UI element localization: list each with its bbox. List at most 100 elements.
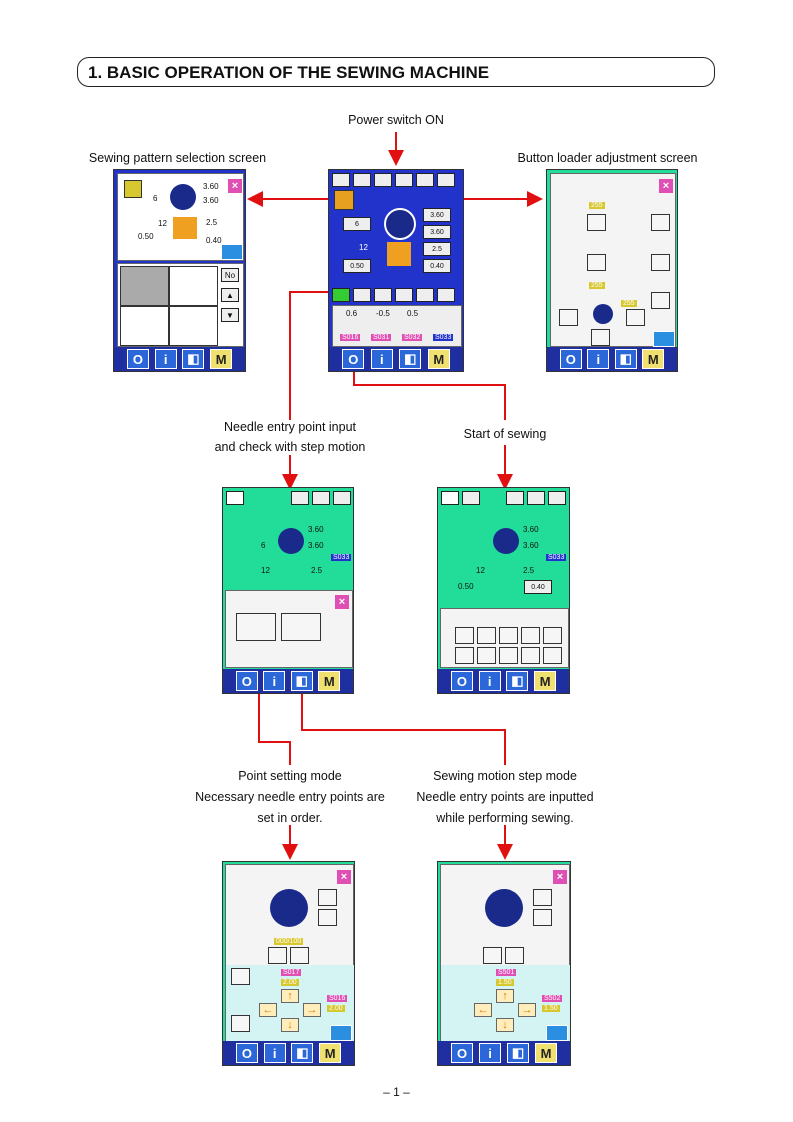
pattern-button-1[interactable] [455,627,474,644]
pattern-button-7[interactable] [477,647,496,664]
presser-button[interactable] [231,968,250,985]
mode-button[interactable]: M [534,671,557,691]
mode-button[interactable]: M [210,349,233,369]
tab-6[interactable] [437,288,455,302]
pattern-number-button[interactable] [334,190,354,210]
toolbar-button-4[interactable] [333,491,351,505]
arrow-down-button[interactable]: ↓ [496,1018,514,1032]
arrow-left-button[interactable]: ← [474,1003,492,1017]
ready-button[interactable]: O [126,349,149,369]
scroll-up-button[interactable]: ▲ [221,288,239,302]
communication-button[interactable]: ◧ [506,671,529,691]
tab-2[interactable] [353,288,371,302]
pattern-button-5[interactable] [543,627,562,644]
step-forward-button[interactable] [533,889,552,906]
ready-button[interactable]: O [450,671,473,691]
tab-3[interactable] [374,288,392,302]
tab-4[interactable] [395,288,413,302]
arrow-down-button[interactable]: ↓ [281,1018,299,1032]
mode-button[interactable]: M [318,671,341,691]
toolbar-button-4[interactable] [527,491,545,505]
next-point-button[interactable] [505,947,524,964]
toolbar-button-2[interactable] [462,491,480,505]
step-mode-button[interactable] [281,613,321,641]
adjust-button-2[interactable] [651,214,670,231]
communication-button[interactable]: ◧ [290,671,313,691]
mode-button[interactable]: M [319,1043,342,1063]
close-icon[interactable]: × [335,595,349,609]
info-button[interactable]: i [370,349,393,369]
reset-button[interactable] [231,1015,250,1032]
toolbar-button-3[interactable] [506,491,524,505]
pattern-button-6[interactable] [455,647,474,664]
ready-button[interactable]: O [342,349,365,369]
tab-5[interactable] [416,288,434,302]
enter-button[interactable] [221,244,243,260]
close-icon[interactable]: × [228,179,242,193]
arrow-up-button[interactable]: ↑ [496,989,514,1003]
info-button[interactable]: i [154,349,177,369]
loader-adjust-button[interactable] [395,173,413,187]
toolbar-button-5[interactable] [416,173,434,187]
info-button[interactable]: i [479,1043,501,1063]
enter-button[interactable] [546,1025,568,1041]
prev-point-button[interactable] [483,947,502,964]
field-050[interactable]: 0.50 [343,259,371,273]
move-right-button[interactable] [626,309,645,326]
field-360b[interactable]: 3.60 [423,225,451,239]
arrow-up-button[interactable]: ↑ [281,989,299,1003]
toolbar-button-1[interactable] [332,173,350,187]
pattern-button-2[interactable] [477,627,496,644]
communication-button[interactable]: ◧ [399,349,422,369]
field-360[interactable]: 3.60 [423,208,451,222]
field-040[interactable]: 0.40 [423,259,451,273]
ready-button[interactable]: O [559,349,582,369]
pattern-item-3[interactable] [120,306,169,346]
adjust-button-4[interactable] [651,254,670,271]
prev-point-button[interactable] [268,947,287,964]
arrow-right-button[interactable]: → [518,1003,536,1017]
enter-button[interactable] [330,1025,352,1041]
pattern-button-3[interactable] [499,627,518,644]
move-down-button[interactable] [591,329,610,346]
ready-button[interactable]: O [451,1043,473,1063]
enter-button[interactable] [653,331,675,347]
arrow-right-button[interactable]: → [303,1003,321,1017]
toolbar-button-3[interactable] [374,173,392,187]
toolbar-button-1[interactable] [226,491,244,505]
point-setting-mode-button[interactable] [236,613,276,641]
info-button[interactable]: i [263,671,286,691]
step-back-button[interactable] [318,909,337,926]
field-6[interactable]: 6 [343,217,371,231]
number-button[interactable]: No [221,268,239,282]
ready-button[interactable]: O [235,671,258,691]
toolbar-button-2[interactable] [291,491,309,505]
communication-button[interactable]: ◧ [507,1043,529,1063]
close-icon[interactable]: × [337,870,351,884]
info-button[interactable]: i [263,1043,286,1063]
info-button[interactable]: i [478,671,501,691]
adjust-button-5[interactable] [651,292,670,309]
pattern-number-icon[interactable] [124,180,142,198]
communication-button[interactable]: ◧ [614,349,637,369]
close-icon[interactable]: × [659,179,673,193]
move-left-button[interactable] [559,309,578,326]
info-button[interactable]: i [587,349,610,369]
communication-button[interactable]: ◧ [182,349,205,369]
toolbar-button-5[interactable] [548,491,566,505]
close-icon[interactable]: × [553,870,567,884]
next-point-button[interactable] [290,947,309,964]
toolbar-button-1[interactable] [441,491,459,505]
mode-button[interactable]: M [535,1043,557,1063]
toolbar-button-2[interactable] [353,173,371,187]
field-25[interactable]: 2.5 [423,242,451,256]
communication-button[interactable]: ◧ [291,1043,314,1063]
pattern-item-4[interactable] [169,306,218,346]
pattern-button-8[interactable] [499,647,518,664]
tab-needle-entry[interactable] [332,288,350,302]
field-040[interactable]: 0.40 [524,580,552,594]
mode-button[interactable]: M [427,349,450,369]
pattern-button-9[interactable] [521,647,540,664]
toolbar-button-6[interactable] [437,173,455,187]
step-forward-button[interactable] [318,889,337,906]
